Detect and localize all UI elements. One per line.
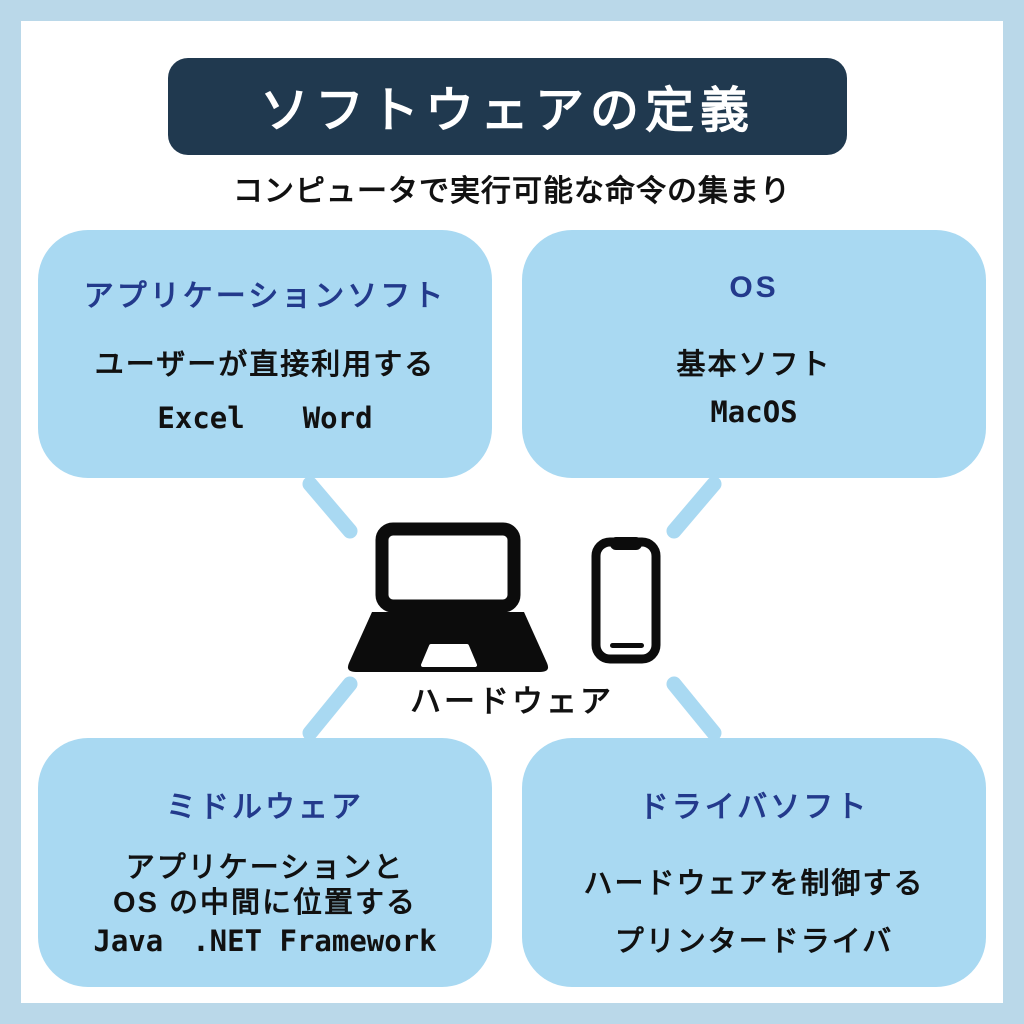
driver-description: ハードウェアを制御する <box>583 868 925 900</box>
middleware-description-line1: アプリケーションと <box>125 852 405 884</box>
middleware-title: ミドルウェア <box>166 791 364 824</box>
title-banner: ソフトウェアの定義 <box>168 58 847 155</box>
driver-examples: プリンタードライバ <box>614 926 894 958</box>
box-driver-software: ドライバソフト ハードウェアを制御する プリンタードライバ <box>522 738 986 987</box>
box-application-software: アプリケーションソフト ユーザーが直接利用する Excel Word <box>38 230 492 478</box>
box-os: OS 基本ソフト MacOS <box>522 230 986 478</box>
application-title: アプリケーションソフト <box>83 280 447 313</box>
os-examples: MacOS <box>710 395 798 429</box>
box-middleware: ミドルウェア アプリケーションと OS の中間に位置する Java .NET F… <box>38 738 492 987</box>
application-examples: Excel Word <box>157 401 373 435</box>
middleware-examples: Java .NET Framework <box>93 924 437 958</box>
driver-title: ドライバソフト <box>638 791 870 824</box>
hardware-label: ハードウェア <box>410 684 614 719</box>
os-description: 基本ソフト <box>676 349 832 381</box>
os-title: OS <box>729 271 779 304</box>
middleware-description-line2: OS の中間に位置する <box>113 887 417 919</box>
page-title: ソフトウェアの定義 <box>259 84 755 138</box>
application-description: ユーザーが直接利用する <box>94 349 436 381</box>
subtitle: コンピュータで実行可能な命令の集まり <box>233 175 791 208</box>
